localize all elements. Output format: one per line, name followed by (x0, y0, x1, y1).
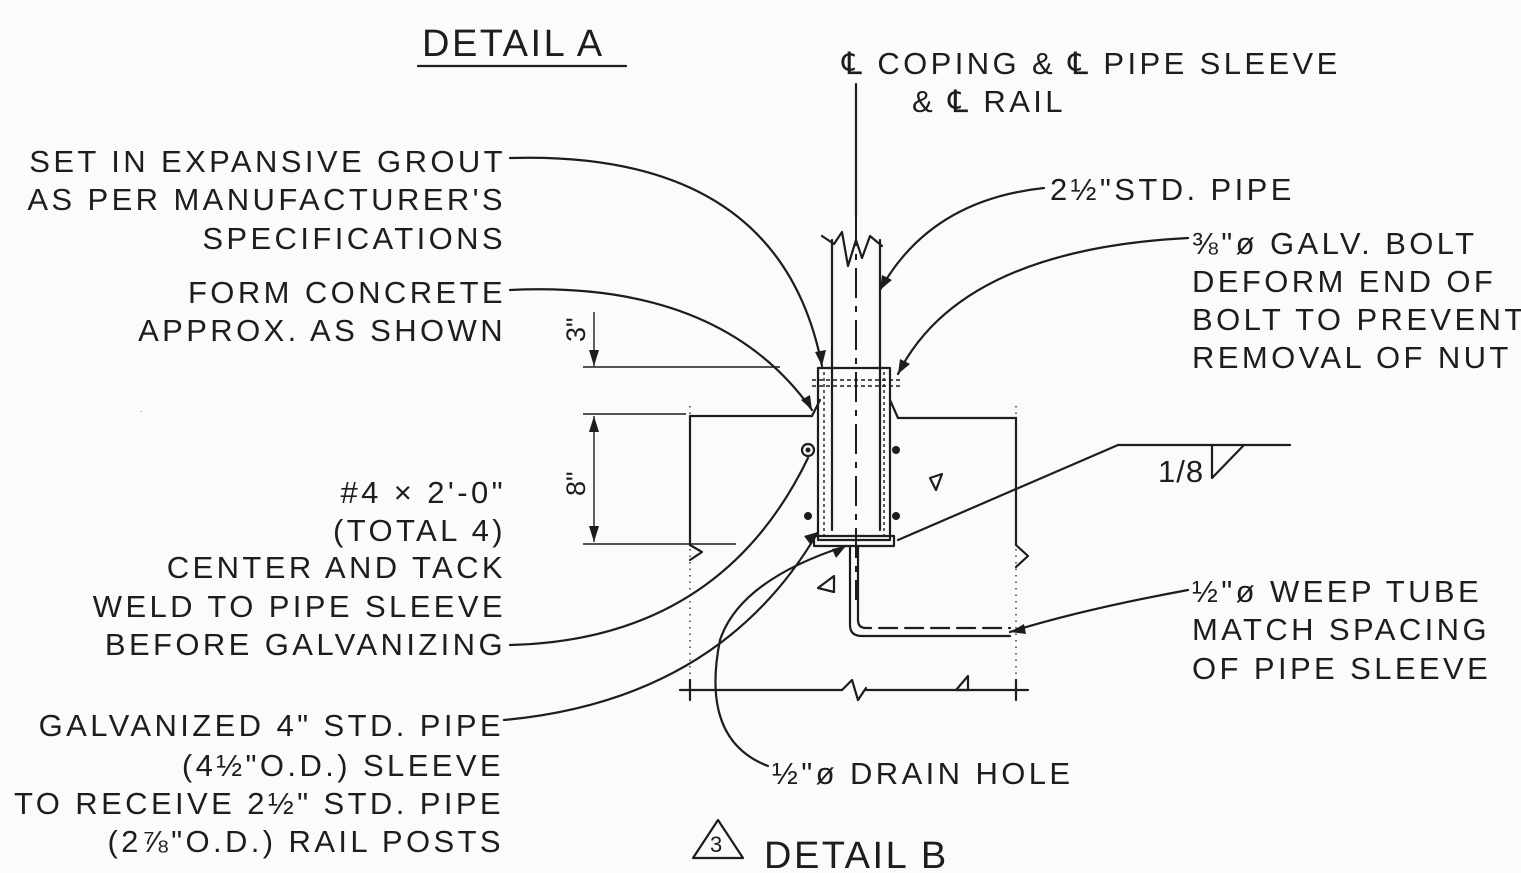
note-grout-line-2: AS PER MANUFACTURER'S (27, 182, 506, 217)
centerline-label-2: & ℄ RAIL (912, 84, 1066, 119)
dimension-8in: 8" (561, 413, 736, 545)
leader-concrete (508, 288, 814, 412)
note-weep-line-1: ½"ø WEEP TUBE (1192, 574, 1482, 609)
note-grout: SET IN EXPANSIVE GROUT AS PER MANUFACTUR… (27, 144, 506, 256)
pipe-sleeve (812, 366, 900, 548)
revision-number: 3 (710, 832, 722, 857)
note-sleeve-line-4: (2⅞"O.D.) RAIL POSTS (107, 824, 504, 859)
leader-weep (1008, 588, 1190, 634)
centerline-label-1: ℄ COPING & ℄ PIPE SLEEVE (841, 46, 1341, 81)
note-rebar-line-5: BEFORE GALVANIZING (105, 627, 506, 662)
note-weep: ½"ø WEEP TUBE MATCH SPACING OF PIPE SLEE… (1192, 574, 1491, 686)
detail-a-title: DETAIL A (422, 23, 605, 65)
note-rebar-line-3: CENTER AND TACK (167, 550, 506, 585)
leader-grout (508, 156, 824, 368)
note-bolt-line-2: DEFORM END OF (1192, 264, 1496, 299)
note-rebar-line-4: WELD TO PIPE SLEEVE (93, 589, 506, 624)
note-drain: ½"ø DRAIN HOLE (772, 756, 1074, 791)
note-bolt-line-1: ⅜"ø GALV. BOLT (1192, 226, 1477, 261)
leader-bolt (896, 236, 1190, 376)
note-concrete: FORM CONCRETE APPROX. AS SHOWN (138, 275, 506, 348)
weld-symbol (896, 443, 1292, 542)
note-rebar-line-2: (TOTAL 4) (333, 513, 506, 548)
note-sleeve-line-3: TO RECEIVE 2½" STD. PIPE (14, 786, 504, 821)
concrete-coping (678, 398, 1030, 702)
note-grout-line-1: SET IN EXPANSIVE GROUT (29, 144, 506, 179)
dimension-3in: 3" (561, 312, 780, 368)
leader-pipe (878, 186, 1046, 292)
note-bolt-line-3: BOLT TO PREVENT (1192, 302, 1521, 337)
rebar-dots (800, 442, 900, 520)
leader-sleeve (502, 530, 820, 722)
note-pipe: 2½"STD. PIPE (1050, 172, 1295, 207)
note-sleeve-line-2: (4½"O.D.) SLEEVE (182, 748, 504, 783)
rail-post-pipe (820, 216, 884, 600)
dimension-3in-label: 3" (561, 317, 591, 342)
note-concrete-line-2: APPROX. AS SHOWN (138, 313, 506, 348)
note-rebar: #4 × 2'-0" (TOTAL 4) CENTER AND TACK WEL… (93, 475, 506, 662)
note-rebar-line-1: #4 × 2'-0" (340, 475, 506, 510)
note-concrete-line-1: FORM CONCRETE (188, 275, 506, 310)
note-bolt: ⅜"ø GALV. BOLT DEFORM END OF BOLT TO PRE… (1192, 226, 1521, 375)
detail-b-title: DETAIL B (764, 835, 949, 873)
dimension-8in-label: 8" (561, 471, 591, 496)
note-weep-line-3: OF PIPE SLEEVE (1192, 651, 1491, 686)
note-weep-line-2: MATCH SPACING (1192, 612, 1490, 647)
leader-lines (502, 156, 1190, 768)
note-sleeve-line-1: GALVANIZED 4" STD. PIPE (39, 708, 504, 743)
weld-size-label: 1/8 (1158, 454, 1204, 489)
note-grout-line-3: SPECIFICATIONS (202, 221, 506, 256)
revision-triangle: 3 (691, 818, 745, 860)
speck: . (140, 405, 142, 414)
leader-rebar (508, 456, 810, 647)
note-sleeve: GALVANIZED 4" STD. PIPE (4½"O.D.) SLEEVE… (14, 708, 504, 859)
leader-drain (714, 544, 848, 768)
note-bolt-line-4: REMOVAL OF NUT (1192, 340, 1512, 375)
weep-tube (848, 544, 1012, 638)
